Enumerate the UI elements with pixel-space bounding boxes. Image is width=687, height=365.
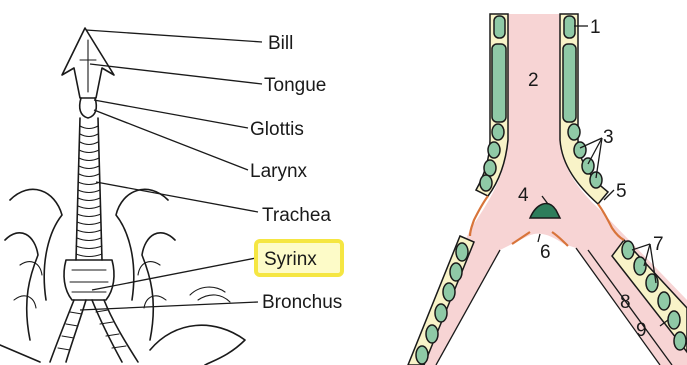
larynx-leader <box>94 110 248 170</box>
syrinx-cross-section <box>408 14 687 365</box>
larynx-drawing <box>80 98 97 118</box>
syrinx-leader <box>92 258 256 290</box>
cartilage-ring <box>484 160 496 176</box>
cartilage-ring <box>564 16 575 38</box>
cartilage-ring <box>568 124 580 140</box>
left-anatomy-drawing <box>0 28 245 365</box>
number-4: 4 <box>518 185 529 206</box>
bronchial-ring <box>443 283 455 301</box>
cartilage-ring <box>492 124 504 140</box>
tongue-leader <box>90 64 262 84</box>
trachea-leader <box>96 182 258 212</box>
number-7: 7 <box>653 234 664 255</box>
trachea-label: Trachea <box>262 205 331 226</box>
bronchus-label: Bronchus <box>262 292 342 313</box>
cartilage-ring <box>563 44 576 122</box>
syrinx-drawing <box>64 260 114 300</box>
bronchial-ring <box>668 311 680 329</box>
syrinx-label: Syrinx <box>264 249 317 270</box>
number-2: 2 <box>528 70 539 91</box>
bronchial-ring <box>646 274 658 292</box>
tongue-label: Tongue <box>264 75 326 96</box>
number-6: 6 <box>540 242 551 263</box>
number-8: 8 <box>620 292 631 313</box>
number-9: 9 <box>636 320 647 341</box>
cartilage-ring <box>488 142 500 158</box>
bronchial-ring <box>450 263 462 281</box>
tracheal-lumen <box>408 14 687 365</box>
glottis-leader <box>94 100 248 128</box>
number-3: 3 <box>603 127 614 148</box>
bronchial-ring <box>426 325 438 343</box>
left-bronchus-drawing <box>50 300 74 362</box>
bronchial-ring <box>456 243 468 261</box>
cartilage-ring <box>494 16 505 38</box>
cartilage-ring <box>582 158 594 174</box>
bronchial-ring <box>658 292 670 310</box>
cartilage-ring <box>574 142 586 158</box>
number-5: 5 <box>616 181 627 202</box>
larynx-label: Larynx <box>250 161 308 182</box>
glottis-label: Glottis <box>250 119 304 140</box>
cartilage-ring <box>492 44 506 122</box>
bronchial-ring <box>674 332 686 350</box>
bill-label: Bill <box>268 33 293 54</box>
bill-leader <box>86 30 262 42</box>
bronchial-ring <box>435 304 447 322</box>
bronchial-ring <box>416 346 428 364</box>
cartilage-ring <box>480 175 492 191</box>
number-1: 1 <box>590 17 601 38</box>
